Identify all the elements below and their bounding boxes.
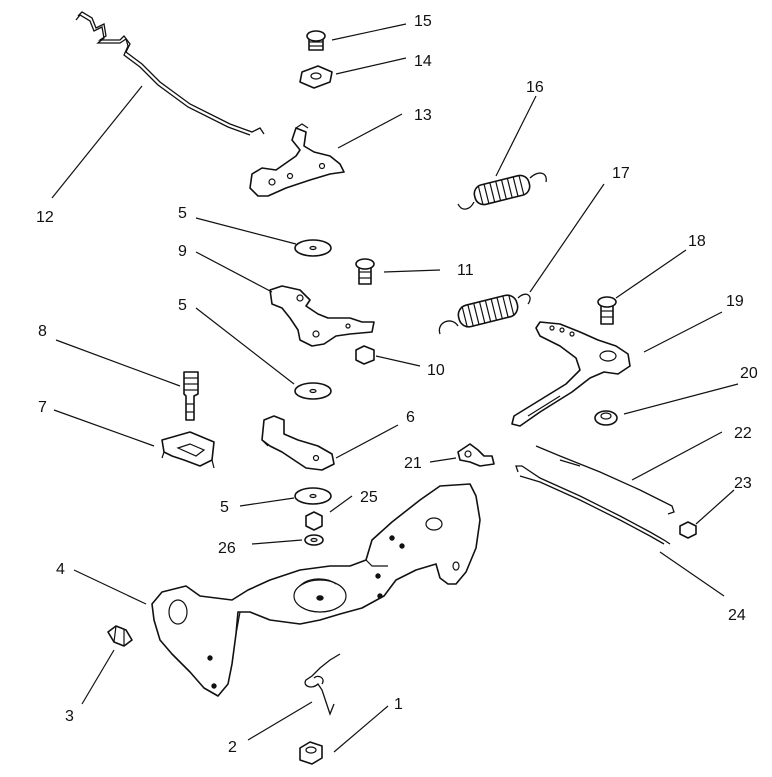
part-5-washer-bottom	[294, 487, 332, 505]
callout-26: 26	[218, 540, 236, 557]
callout-labels: 1 2 3 4 5 5 5 6 7 8 9 10 11 12 13 14 15 …	[36, 13, 758, 756]
part-25-nut	[305, 511, 323, 531]
callout-10: 10	[427, 362, 445, 379]
part-5-washer-middle	[294, 382, 332, 400]
leader-lines	[51, 23, 739, 753]
callout-14: 14	[414, 53, 432, 70]
part-14-clip	[299, 65, 333, 89]
callout-5-top: 5	[178, 205, 187, 222]
part-15-screw	[306, 30, 326, 51]
callout-7: 7	[38, 399, 47, 416]
part-12-link-rod	[75, 11, 265, 136]
callout-5-middle: 5	[178, 297, 187, 314]
callout-4: 4	[56, 561, 65, 578]
part-20-flange-nut	[594, 410, 618, 426]
callout-1: 1	[394, 696, 403, 713]
callout-2: 2	[228, 739, 237, 756]
part-17-spring	[438, 293, 531, 335]
part-5-washer-top	[294, 239, 332, 257]
callout-8: 8	[38, 323, 47, 340]
callout-12: 12	[36, 209, 54, 226]
callout-24: 24	[728, 607, 746, 624]
part-11-screw	[355, 258, 375, 285]
callout-21: 21	[404, 455, 422, 472]
part-18-screw	[597, 296, 617, 325]
callout-13: 13	[414, 107, 432, 124]
callout-23: 23	[734, 475, 752, 492]
part-4-main-bracket	[151, 483, 481, 697]
part-26-washer	[304, 534, 324, 546]
part-22-rod	[535, 445, 675, 515]
callout-19: 19	[726, 293, 744, 310]
part-8-stud	[183, 371, 199, 421]
part-9-throttle-lever	[269, 285, 375, 347]
callout-5-bottom: 5	[220, 499, 229, 516]
part-13-lever-bracket	[249, 123, 345, 197]
callout-17: 17	[612, 165, 630, 182]
callout-16: 16	[526, 79, 544, 96]
part-2-spring	[304, 653, 341, 716]
part-21-cable-clip	[457, 443, 495, 467]
callout-6: 6	[406, 409, 415, 426]
callout-15: 15	[414, 13, 432, 30]
callout-22: 22	[734, 425, 752, 442]
part-24-rod	[515, 465, 671, 545]
part-19-control-lever	[511, 321, 631, 427]
part-7-clip-bracket	[161, 431, 215, 469]
callout-18: 18	[688, 233, 706, 250]
callout-11: 11	[457, 262, 474, 279]
callout-25: 25	[360, 489, 378, 506]
part-10-nut	[355, 345, 375, 365]
callout-9: 9	[178, 243, 187, 260]
part-16-spring	[457, 172, 547, 210]
part-3-screw	[107, 625, 133, 647]
callout-20: 20	[740, 365, 758, 382]
part-6-arm-plate	[261, 415, 335, 471]
part-23-nut	[679, 521, 697, 539]
callout-3: 3	[65, 708, 74, 725]
part-1-nut	[299, 741, 323, 765]
